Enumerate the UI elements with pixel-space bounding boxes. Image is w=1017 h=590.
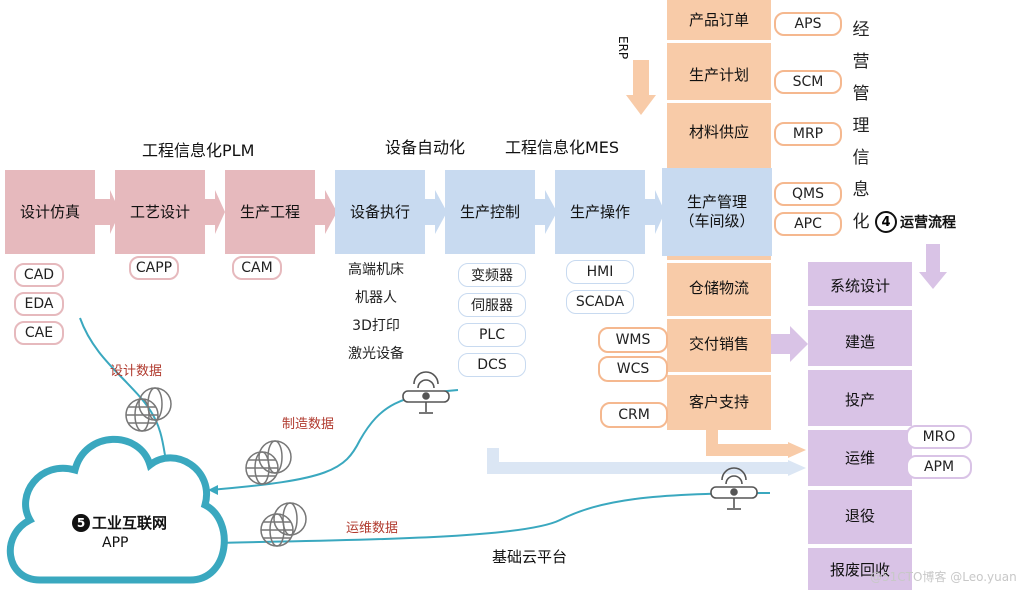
automation-title: 设备自动化 — [385, 138, 466, 157]
erp-vertical-1: 经 — [852, 20, 870, 40]
lifecycle-system-design: 系统设计 — [829, 276, 890, 295]
lifecycle-commission: 投产 — [844, 390, 875, 409]
plm-title: 工程信息化PLM — [142, 141, 255, 160]
tag-dcs: DCS — [458, 353, 526, 377]
tag-cad: CAD — [14, 263, 64, 287]
cloud-subtitle: APP — [102, 535, 129, 551]
production-eng-box: 生产工程 — [225, 170, 315, 254]
tag-hmi: HMI — [566, 260, 634, 284]
watermark: @51CTO博客 @Leo.yuan — [870, 570, 1017, 584]
tag-wms: WMS — [598, 327, 668, 353]
arrow-blue-2 — [535, 190, 557, 234]
cloud-shape — [6, 435, 228, 584]
mes-title: 工程信息化MES — [505, 138, 620, 157]
cloud-title: 工业互联网 — [92, 514, 168, 532]
tag-cnc: 高端机床 — [348, 262, 404, 278]
gateway-icon-lifecycle — [710, 467, 758, 510]
erp-warehouse-box: 仓储物流 — [688, 278, 749, 297]
gateway-icon-equipment — [402, 371, 450, 414]
globe-icon-ops — [260, 502, 307, 547]
erp-plan-box: 生产计划 — [688, 65, 749, 84]
manufacturing-data-label: 制造数据 — [282, 417, 335, 432]
arrow-delivery-build — [771, 326, 808, 362]
ops-data-label: 运维数据 — [346, 521, 399, 536]
ops-title: 运营流程 — [900, 215, 956, 231]
erp-delivery-box: 交付销售 — [688, 334, 749, 353]
cloud-platform-label: 基础云平台 — [492, 548, 568, 566]
tag-cae: CAE — [14, 321, 64, 345]
erp-support-box: 客户支持 — [688, 392, 749, 411]
design-sim-box: 设计仿真 — [5, 170, 95, 254]
tag-inverter: 变频器 — [458, 263, 526, 287]
erp-label: ERP — [616, 36, 630, 60]
arrow-blue-1 — [425, 190, 447, 234]
design-data-label: 设计数据 — [110, 364, 163, 379]
production-ctrl-box: 生产控制 — [445, 170, 535, 254]
ops-down-arrow — [919, 244, 947, 289]
tag-servo: 伺服器 — [458, 293, 526, 317]
tag-mrp: MRP — [774, 122, 842, 146]
globe-icon-manufacturing — [245, 440, 292, 485]
lifecycle-retire: 退役 — [844, 506, 875, 525]
equipment-exec-box: 设备执行 — [335, 170, 425, 254]
tag-laser: 激光设备 — [348, 346, 404, 362]
tag-wcs: WCS — [598, 356, 668, 382]
tag-capp: CAPP — [129, 256, 179, 280]
arrow-peach-bend — [706, 428, 790, 456]
tag-scada: SCADA — [566, 290, 634, 314]
tag-robot: 机器人 — [355, 290, 397, 306]
erp-material-box: 材料供应 — [688, 122, 749, 141]
lifecycle-build: 建造 — [844, 332, 875, 351]
erp-vertical-4: 理 — [852, 116, 870, 136]
tag-qms: QMS — [774, 182, 842, 206]
arrow-blue-3 — [645, 190, 665, 234]
erp-vertical-7: 化 — [852, 212, 870, 232]
tag-scm: SCM — [774, 70, 842, 94]
cloud-title-row: 5 工业互联网 — [72, 512, 167, 533]
arrow-blue-bend — [487, 448, 790, 474]
ops-data-line — [214, 492, 771, 544]
erp-vertical-5: 信 — [852, 148, 870, 168]
tag-eda: EDA — [14, 292, 64, 316]
ops-number-badge: 4 — [875, 211, 897, 233]
tag-apc: APC — [774, 212, 842, 236]
tag-crm: CRM — [600, 402, 668, 428]
cloud-number-badge: 5 — [72, 513, 90, 532]
arrow-plm-2 — [205, 190, 225, 234]
arrow-plm-1 — [95, 190, 120, 234]
lifecycle-scrap: 报废回收 — [829, 560, 890, 579]
arrow-plm-3 — [315, 190, 337, 234]
tag-cam: CAM — [232, 256, 282, 280]
tag-aps: APS — [774, 12, 842, 36]
tag-mro: MRO — [906, 425, 972, 449]
erp-order-box: 产品订单 — [688, 10, 749, 29]
tag-plc: PLC — [458, 323, 526, 347]
globe-icon-design — [125, 387, 172, 432]
erp-down-arrow — [626, 60, 656, 115]
lifecycle-ops: 运维 — [844, 448, 875, 467]
tag-apm: APM — [906, 455, 972, 479]
erp-vertical-6: 息 — [852, 180, 870, 200]
production-op-box: 生产操作 — [555, 170, 645, 254]
process-design-box: 工艺设计 — [115, 170, 205, 254]
erp-vertical-3: 管 — [852, 84, 870, 104]
erp-vertical-2: 营 — [852, 52, 870, 72]
production-mgmt-box: 生产管理 （车间级） — [662, 168, 772, 256]
tag-3dprint: 3D打印 — [352, 318, 400, 334]
